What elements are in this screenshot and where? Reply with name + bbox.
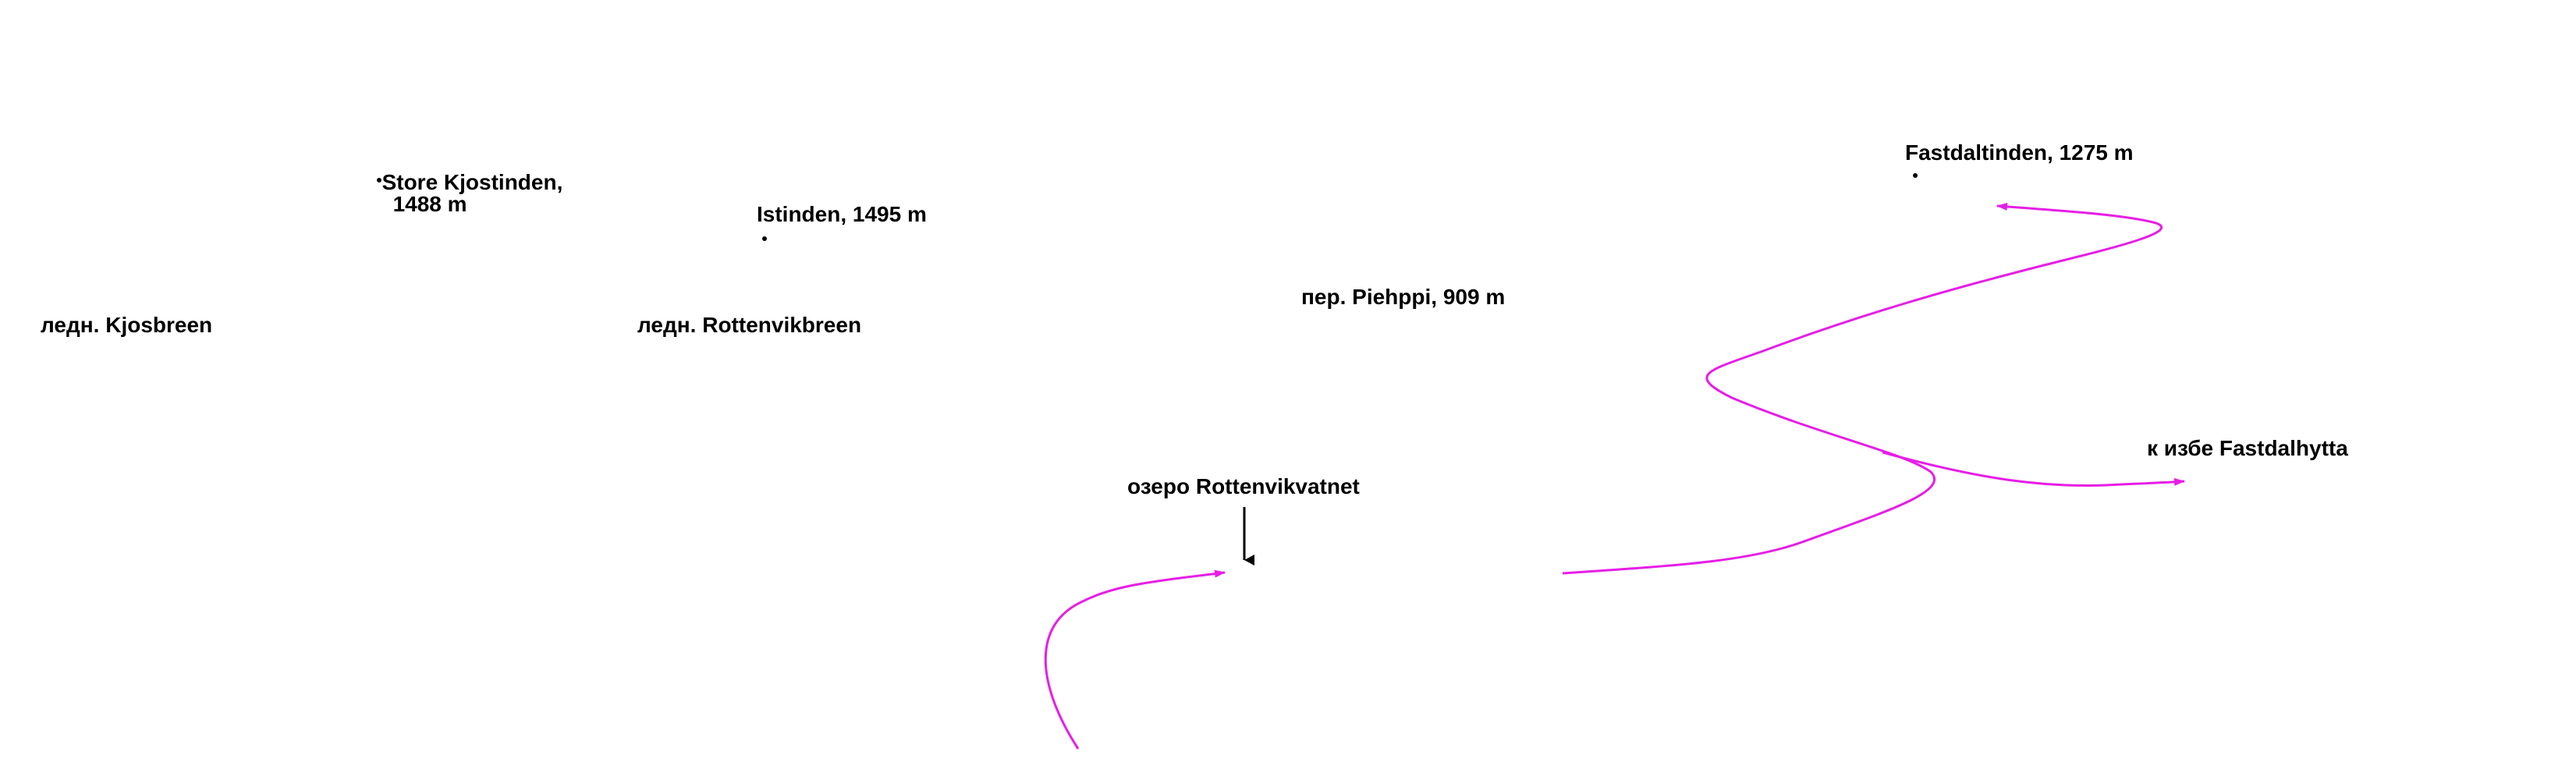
fastdaltinden-label: Fastdaltinden, 1275 m [1905, 140, 2134, 165]
istinden-summit-marker [762, 236, 767, 241]
istinden-label: Istinden, 1495 m [757, 202, 927, 226]
store-kjostinden-elevation: 1488 m [392, 192, 467, 216]
store-kjostinden-summit-marker [377, 178, 381, 183]
route-segment-lake-approach [1044, 569, 1226, 750]
store-kjostinden-label: Store Kjostinden, 1488 m [370, 150, 563, 216]
rottenvikbreen-glacier-label: ледн. Rottenvikbreen [637, 313, 862, 337]
fastdaltinden-summit-marker [1913, 173, 1918, 178]
piehppi-pass-label: пер. Piehppi, 909 m [1301, 285, 1506, 309]
store-kjostinden-name: Store Kjostinden, [381, 170, 563, 194]
fastdalhytta-hut-label: к избе Fastdalhytta [2147, 436, 2348, 460]
rottenvikvatnet-lake-label: озеро Rottenvikvatnet [1127, 474, 1360, 498]
kjosbreen-glacier-label: ледн. Kjosbreen [41, 313, 213, 337]
route-segment-to-fastdaltinden [1562, 202, 2163, 575]
route-segment-to-fastdalhytta [1882, 451, 2185, 488]
